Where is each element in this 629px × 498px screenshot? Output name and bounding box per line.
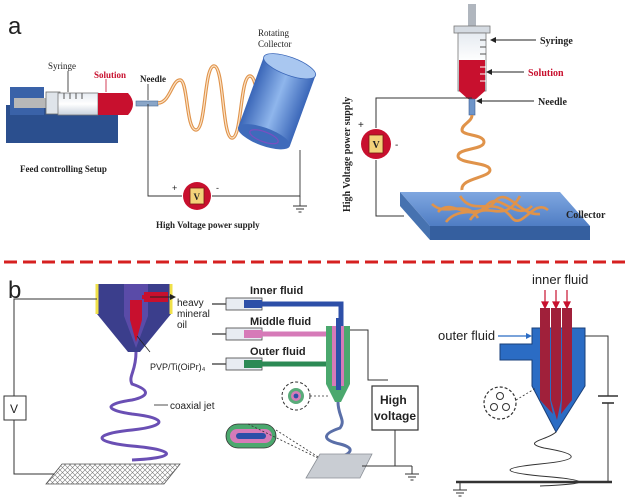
voltmeter-box (3, 395, 27, 421)
right-outer-fluid-label: outer fluid (438, 328, 495, 343)
cross-section-inset (281, 381, 311, 411)
left-b-wire-top (13, 298, 97, 396)
heavy-oil-label-1: heavy (177, 298, 204, 309)
right-hv-supply: V (361, 129, 391, 159)
fiber-inset (225, 423, 277, 449)
right-collector-plate (400, 192, 590, 240)
inner-fluid-arrows (541, 290, 571, 310)
right-fiber (456, 114, 492, 191)
left-hv-minus: - (216, 183, 219, 193)
panel-a-label: a (8, 13, 22, 40)
heavy-oil-label-3: oil (177, 320, 187, 331)
left-needle-label: Needle (140, 74, 166, 84)
right-syringe (453, 4, 491, 99)
right-needle (468, 98, 476, 116)
inner-fluid-syringe (212, 297, 263, 311)
coaxial-nozzle (95, 284, 173, 352)
right-hv-wire (585, 335, 609, 396)
right-hv-label: High Voltage power supply (342, 97, 353, 212)
rotating-collector-label-1: Rotating (258, 28, 289, 38)
middle-hv-wire (350, 329, 388, 381)
right-inner-fluid-label: inner fluid (532, 272, 588, 287)
right-needle-label: Needle (538, 97, 567, 108)
svg-text:V: V (373, 140, 381, 151)
inner-fluid-label: Inner fluid (250, 285, 303, 297)
left-collector-plate (45, 463, 181, 485)
left-needle (135, 100, 159, 107)
triaxial-jet (325, 401, 352, 460)
right-jet (509, 431, 580, 487)
feed-setup-label: Feed controlling Setup (20, 164, 107, 174)
rotating-collector (237, 53, 317, 150)
outer-fluid-label: Outer fluid (250, 346, 306, 358)
heavy-oil-label-2: mineral (177, 309, 210, 320)
left-b-wire-bottom (13, 420, 54, 475)
middle-fluid-syringe (212, 327, 263, 341)
high-voltage-label-2: voltage (374, 409, 416, 423)
left-hv-wire-collector (212, 150, 301, 197)
right-hv-plus: + (358, 120, 364, 131)
coaxial-jet-label: coaxial jet (170, 401, 215, 412)
left-solution (98, 93, 133, 115)
multi-fluid-nozzle (499, 308, 586, 434)
triaxial-nozzle (326, 318, 350, 402)
right-hv-minus: - (395, 140, 398, 151)
deposited-fibers (431, 195, 549, 223)
coaxial-jet (100, 351, 168, 462)
left-solution-label: Solution (94, 70, 126, 80)
voltmeter-label: V (10, 402, 18, 416)
panel-b-label: b (8, 277, 21, 304)
svg-text:V: V (194, 192, 201, 202)
right-collector-label: Collector (566, 210, 606, 221)
outer-fluid-syringe (212, 357, 263, 371)
right-syringe-label: Syringe (540, 36, 573, 47)
right-hv-wire-collector (375, 160, 404, 217)
left-syringe (57, 92, 99, 116)
left-syringe-label: Syringe (48, 61, 76, 71)
left-hv-supply: V (183, 182, 211, 210)
right-solution-label: Solution (528, 68, 564, 79)
left-hv-plus: + (172, 183, 177, 193)
pvp-label: PVP/Ti(OiPr)₄ (150, 362, 206, 372)
right-hv-wire-needle (375, 97, 472, 128)
rotating-collector-label-2: Collector (258, 39, 292, 49)
high-voltage-box (371, 385, 419, 431)
high-voltage-label-1: High (380, 393, 407, 407)
right-cross-section (483, 386, 517, 420)
middle-fluid-label: Middle fluid (250, 316, 311, 328)
left-hv-label: High Voltage power supply (156, 220, 260, 230)
left-hv-wire-needle (147, 104, 182, 197)
middle-collector-plate (305, 453, 373, 479)
